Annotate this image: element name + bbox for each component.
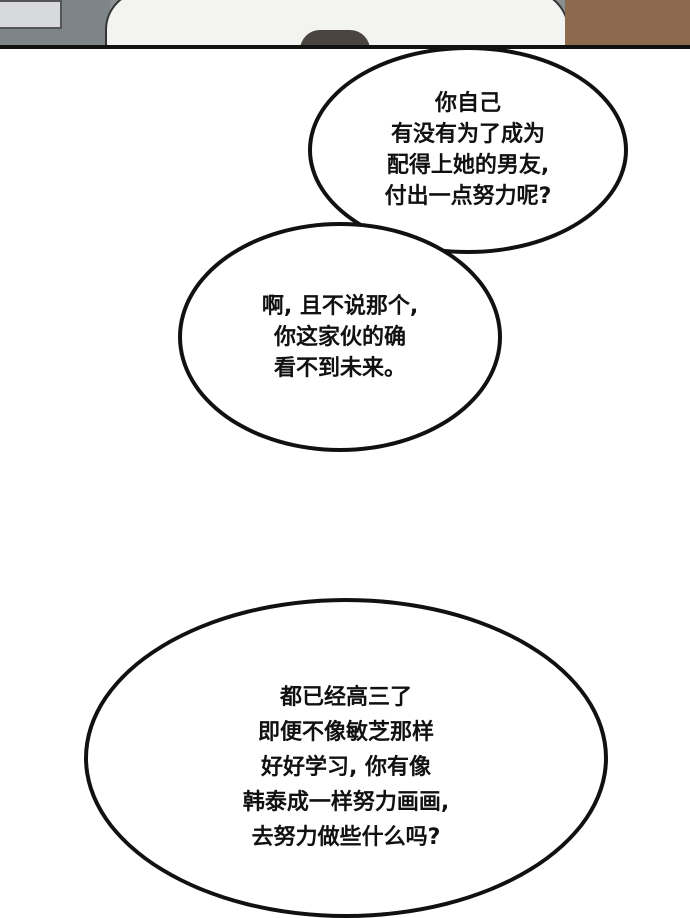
speech-bubble-1: 你自己 有没有为了成为 配得上她的男友, 付出一点努力呢? <box>308 46 628 254</box>
speech-line: 韩泰成一样努力画画, <box>242 790 450 815</box>
speech-bubble-3: 都已经高三了 即便不像敏芝那样 好好学习, 你有像 韩泰成一样努力画画, 去努力… <box>84 598 608 918</box>
speech-line: 付出一点努力呢? <box>384 184 552 209</box>
speech-line: 都已经高三了 <box>279 685 412 710</box>
comic-panel-image <box>0 0 690 49</box>
speech-line: 你自己 <box>434 91 501 116</box>
book-stack <box>0 0 62 29</box>
speech-text: 都已经高三了 即便不像敏芝那样 好好学习, 你有像 韩泰成一样努力画画, 去努力… <box>243 680 449 855</box>
speech-line: 好好学习, 你有像 <box>260 755 431 780</box>
speech-line: 即便不像敏芝那样 <box>257 720 434 745</box>
speech-text: 你自己 有没有为了成为 配得上她的男友, 付出一点努力呢? <box>385 88 552 212</box>
speech-line: 有没有为了成为 <box>390 122 545 147</box>
speech-line: 去努力做些什么吗? <box>251 825 441 850</box>
background-door <box>565 0 690 45</box>
character-tie <box>300 30 370 45</box>
speech-text: 啊, 且不说那个, 你这家伙的确 看不到未来。 <box>262 291 418 384</box>
speech-line: 配得上她的男友, <box>386 153 550 178</box>
speech-bubble-2: 啊, 且不说那个, 你这家伙的确 看不到未来。 <box>178 222 502 452</box>
speech-line: 你这家伙的确 <box>273 324 406 350</box>
speech-line: 啊, 且不说那个, <box>261 293 419 319</box>
speech-line: 看不到未来。 <box>273 355 406 381</box>
